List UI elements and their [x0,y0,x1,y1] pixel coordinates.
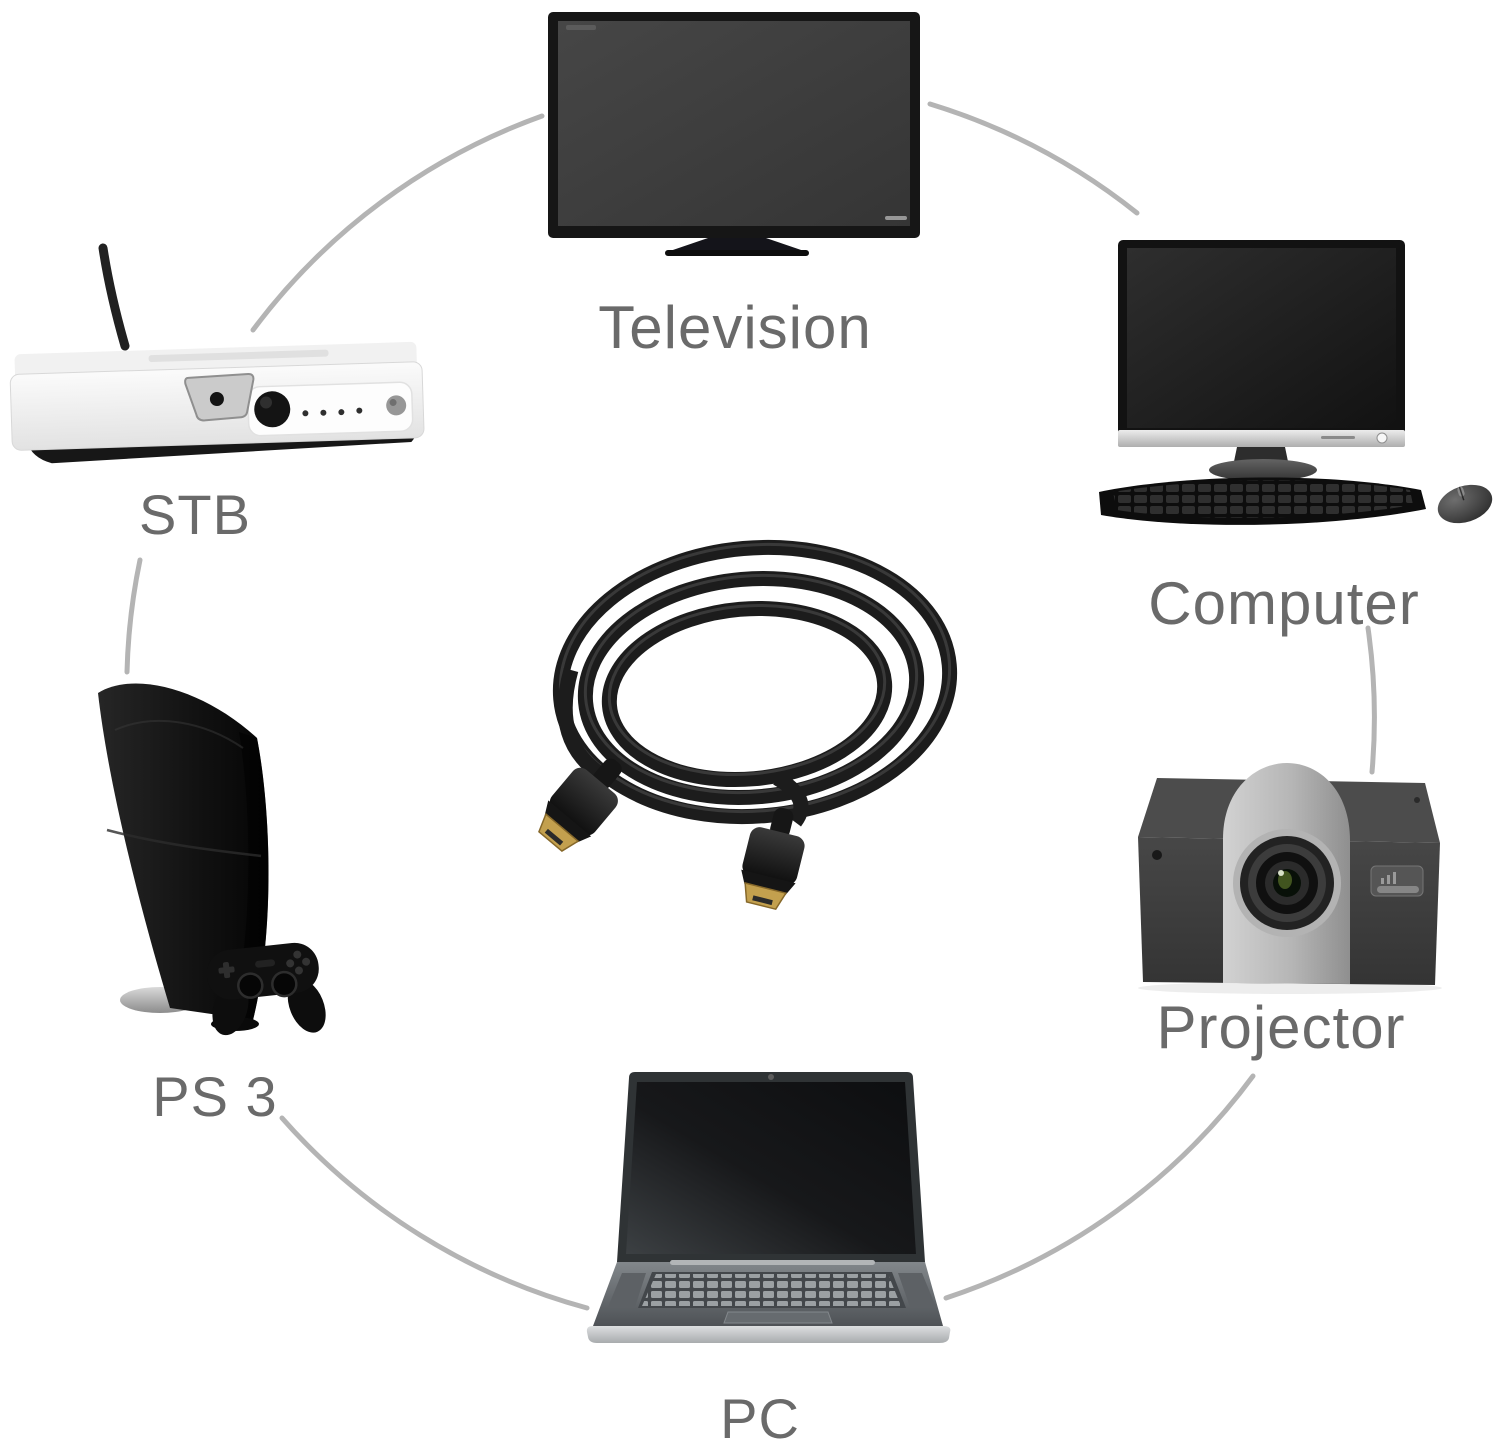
monitor-screen [1127,248,1396,428]
television-image [548,12,920,256]
laptop-keys [642,1274,901,1306]
controller-stick-right [271,970,298,998]
stb-led-dot [320,409,327,416]
monitor-logo-dot [1376,432,1388,444]
projector-image [1138,763,1442,994]
hdmi-cable-image [538,539,958,911]
connector-boot [770,807,794,839]
laptop-speaker-right [898,1273,936,1307]
stb-antenna [98,243,130,351]
arc-stb-to-television [250,113,545,333]
tv-corner-mark [885,216,907,220]
arc-projector-to-pc [943,1073,1256,1301]
controller-dpad-h [218,966,235,974]
control-bar-icon [1387,875,1390,884]
controller-center-buttons [255,959,276,968]
laptop-webcam [768,1074,774,1080]
tv-screen [558,21,910,226]
stb-button-highlight [260,396,273,409]
control-bar-icon [1381,878,1384,884]
label-projector: Projector [1156,994,1406,1061]
laptop-screen [626,1082,916,1254]
hdmi-connector-left [538,758,622,852]
controller-stick-left [237,972,264,999]
connector-taper [741,869,796,896]
hdmi-connector-right [741,807,805,911]
cable-tail-right [773,771,809,827]
stb-front-panel [247,381,414,437]
arc-computer-to-projector [1365,625,1377,775]
ps3-seam-line [106,828,262,858]
stb-led-dot [356,407,363,414]
monitor-silver-strip [1118,430,1405,447]
arc-television-to-computer [927,101,1140,216]
control-slider [1377,886,1419,893]
laptop-speaker-left [608,1273,646,1307]
stb-led-dot [302,410,309,417]
connector-pins [752,895,773,906]
label-television: Television [598,294,872,361]
stb-top-vent [148,349,329,363]
mouse [1437,484,1493,524]
tv-stand-base [665,250,809,256]
label-computer: Computer [1148,570,1420,637]
computer-image [1099,240,1493,525]
lens-glint [1278,870,1284,876]
cable-sheen [583,573,919,795]
projector-top-dot [1414,797,1420,803]
label-stb: STB [139,483,251,546]
connector-gold-tip [744,882,788,911]
projector-shadow [1138,982,1442,994]
projector-ir-hole [1152,850,1162,860]
arc-pc-to-ps3 [279,1115,590,1311]
ps3-ridge-line [114,719,244,749]
ps3-image [98,683,326,1036]
cable-sheen [607,603,887,777]
arc-ps3-to-stb [124,557,143,675]
controller-button [294,966,303,975]
tv-brand-mark [566,25,596,30]
connector-taper [544,800,592,843]
monitor-buttons [1321,436,1355,439]
connector-pins [544,828,564,846]
monitor-stand-base [1209,459,1317,481]
stb-ir-sensor [209,392,224,407]
tv-stand [667,238,807,252]
label-pc: PC [720,1387,800,1444]
label-ps3: PS 3 [152,1065,278,1128]
set-top-box-image [9,243,425,464]
ps3-console-body [98,683,269,1020]
controller-button [302,957,311,966]
connector-gold-tip [538,812,580,852]
laptop-base [586,1326,951,1343]
controller-button [293,950,302,959]
keyboard-keys [1113,480,1413,518]
pc-laptop-image [586,1072,951,1343]
stb-led-dot [338,409,345,416]
laptop-touchpad [723,1311,833,1324]
ps3-controller [206,942,326,1036]
connector-head [742,827,805,885]
cable-tail-left [557,667,605,781]
stb-logo-dot [389,399,397,407]
controller-button [286,959,295,968]
laptop-hinge [670,1260,875,1265]
control-bar-icon [1393,872,1396,884]
